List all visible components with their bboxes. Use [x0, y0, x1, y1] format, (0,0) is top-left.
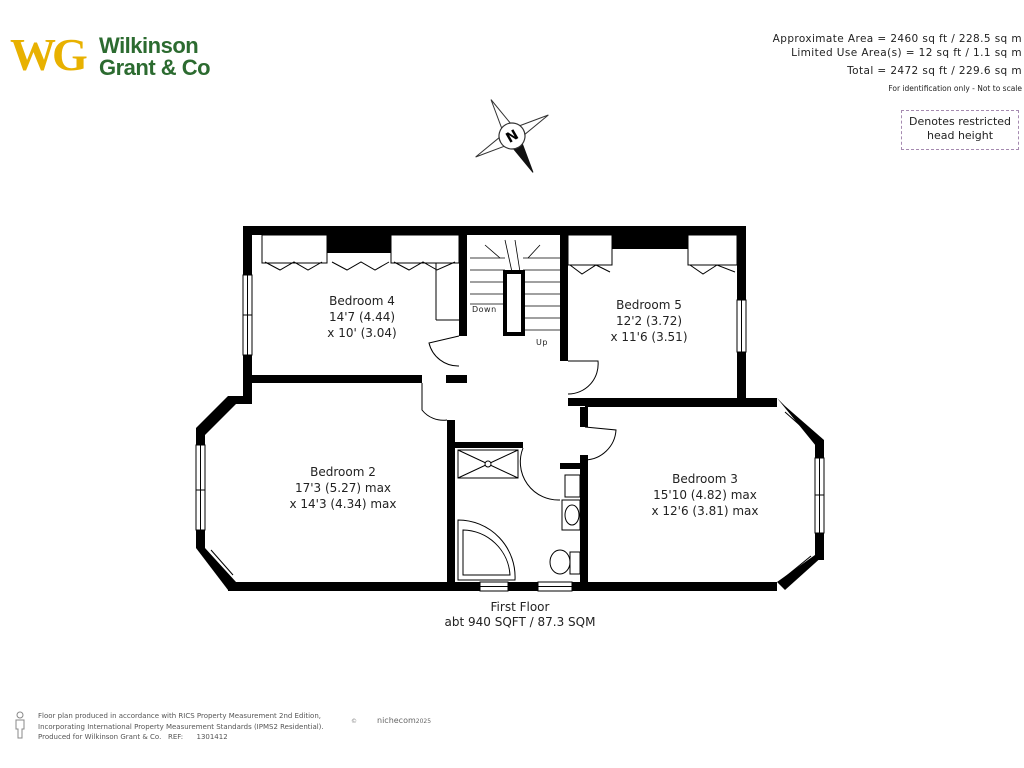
person-scale-icon	[15, 711, 25, 739]
bathroom-fixtures	[457, 449, 581, 581]
logo-name-line1: Wilkinson	[99, 33, 199, 58]
stairs-down-label: Down	[472, 305, 497, 314]
logo-mark: WG	[10, 29, 88, 80]
room-dimension: 15'10 (4.82) max	[653, 488, 757, 502]
footer-line1: Floor plan produced in accordance with R…	[38, 712, 322, 720]
compass-icon: N	[475, 99, 549, 173]
nichecom-year: 2025	[415, 718, 432, 725]
room-name: Bedroom 2	[310, 465, 376, 479]
room-dimension: 14'7 (4.44)	[328, 310, 396, 324]
floor-label: First Floor abt 940 SQFT / 87.3 SQM	[420, 600, 620, 630]
room-bedroom-4: Bedroom 4 14'7 (4.44) x 10' (3.04)	[300, 293, 424, 341]
floor-name: First Floor	[490, 600, 550, 614]
room-bedroom-2: Bedroom 2 17'3 (5.27) max x 14'3 (4.34) …	[270, 464, 416, 512]
walls	[196, 226, 824, 591]
logo-name-line2: Grant & Co	[99, 55, 211, 80]
nichecom-brand: nichecom2025	[377, 716, 431, 725]
room-name: Bedroom 5	[616, 298, 682, 312]
room-bedroom-3: Bedroom 3 15'10 (4.82) max x 12'6 (3.81)…	[630, 471, 780, 519]
footer-ref-label: REF:	[167, 733, 184, 741]
footer-text: Floor plan produced in accordance with R…	[38, 711, 324, 743]
room-bedroom-5: Bedroom 5 12'2 (3.72) x 11'6 (3.51)	[587, 297, 711, 345]
room-name: Bedroom 4	[329, 294, 395, 308]
room-dimension: 12'2 (3.72)	[615, 314, 683, 328]
room-name: Bedroom 3	[672, 472, 738, 486]
footer-line3: Produced for Wilkinson Grant & Co. REF: …	[38, 732, 324, 743]
room-dimension: x 12'6 (3.81) max	[651, 504, 759, 518]
restricted-legend-line2: head height	[926, 129, 994, 142]
floor-area: abt 940 SQFT / 87.3 SQM	[444, 615, 596, 629]
footer-line2: Incorporating International Property Mea…	[38, 722, 324, 731]
restricted-height-legend: Denotes restricted head height	[901, 110, 1019, 150]
room-dimension: x 14'3 (4.34) max	[289, 497, 397, 511]
identification-note: For identification only - Not to scale	[888, 84, 1022, 93]
windows	[195, 274, 825, 592]
total-area-text: Total = 2472 sq ft / 229.6 sq m	[847, 65, 1022, 77]
limited-use-area-text: Limited Use Area(s) = 12 sq ft / 1.1 sq …	[791, 47, 1022, 59]
doors	[421, 335, 617, 501]
nichecom-brand-name: nichecom	[377, 716, 416, 725]
room-dimension: x 10' (3.04)	[327, 326, 397, 340]
staircase[interactable]	[470, 239, 560, 331]
footer-ref-value: 1301412	[196, 733, 228, 741]
stairs-up-label: Up	[536, 338, 548, 347]
approximate-area-text: Approximate Area = 2460 sq ft / 228.5 sq…	[772, 33, 1022, 45]
room-dimension: x 11'6 (3.51)	[610, 330, 688, 344]
room-dimension: 17'3 (5.27) max	[294, 481, 392, 495]
wardrobes	[261, 234, 738, 321]
copyright-symbol: ©	[351, 718, 357, 725]
company-logo: WG Wilkinson Grant & Co	[10, 30, 220, 80]
restricted-legend-line1: Denotes restricted	[908, 115, 1012, 128]
footer-produced-for: Produced for Wilkinson Grant & Co.	[38, 733, 162, 741]
